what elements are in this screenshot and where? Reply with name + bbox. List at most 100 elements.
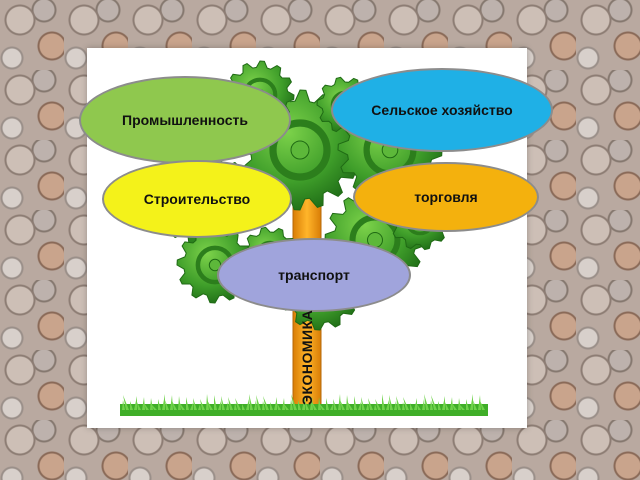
grass-blade: [403, 397, 409, 410]
grass-icon: [120, 394, 488, 416]
grass-blade: [150, 398, 153, 410]
transport-oval: транспорт: [217, 238, 411, 312]
grass-blade: [282, 398, 285, 410]
grass-blade: [470, 394, 473, 410]
transport-label: транспорт: [278, 267, 350, 283]
grass-blade: [254, 400, 257, 410]
grass-blade: [382, 394, 385, 410]
grass-blade: [422, 399, 425, 410]
grass-blade: [310, 396, 313, 410]
grass-blade: [206, 394, 209, 410]
grass-blade: [277, 403, 281, 410]
grass-blade: [361, 397, 365, 410]
grass-blade: [330, 404, 333, 410]
grass-blade: [165, 400, 169, 410]
grass-blade: [246, 399, 249, 410]
grass-blade: [179, 402, 185, 410]
grass-blade: [234, 403, 237, 410]
grass-blade: [228, 397, 233, 410]
grass-blade: [123, 395, 129, 410]
trade-label: торговля: [414, 189, 478, 205]
grass-blade: [270, 402, 273, 410]
grass-blade: [417, 404, 421, 410]
gear-hub-icon: [269, 119, 331, 181]
grass-blade: [249, 394, 253, 410]
grass-blade: [431, 395, 437, 410]
grass-blade: [298, 400, 301, 410]
grass-blade: [235, 398, 241, 410]
grass-blade: [190, 403, 193, 410]
grass-blade: [214, 395, 217, 410]
grass-blade: [130, 401, 133, 410]
grass-blade: [226, 402, 229, 410]
grass-blade: [326, 398, 329, 410]
trade-oval: торговля: [353, 162, 539, 232]
grass-blade: [424, 394, 429, 410]
grass-blade: [450, 397, 453, 410]
grass-blade: [375, 399, 381, 410]
grass-blade: [122, 400, 125, 410]
grass-blade: [438, 401, 441, 410]
agriculture-oval: Сельское хозяйство: [331, 68, 553, 152]
grass-blade: [480, 401, 485, 410]
grass-blade: [262, 401, 265, 410]
grass-blade: [358, 402, 361, 410]
construction-label: Строительство: [143, 191, 251, 207]
grass-blade: [374, 404, 377, 410]
grass-blade: [473, 400, 477, 410]
grass-blade: [338, 394, 341, 410]
grass-blade: [263, 396, 269, 410]
grass-blade: [193, 398, 197, 410]
grass-blade: [354, 396, 357, 410]
grass-blade: [170, 395, 173, 410]
grass-blade: [218, 401, 221, 410]
grass-blade: [466, 399, 469, 410]
grass-blade: [162, 394, 165, 410]
grass-blade: [284, 404, 289, 410]
grass-blade: [142, 397, 145, 410]
grass-blade: [445, 402, 449, 410]
grass-blade: [402, 402, 405, 410]
grass-blade: [200, 399, 205, 410]
grass-blade: [151, 404, 157, 410]
economy-label: ЭКОНОМИКА: [299, 309, 315, 405]
grass-blade: [256, 395, 261, 410]
grass-blade: [414, 398, 417, 410]
gear-axle-icon: [290, 140, 310, 160]
grass-blade: [172, 401, 177, 410]
grass-blade: [478, 395, 481, 410]
agriculture-label: Сельское хозяйство: [371, 102, 513, 118]
grass-blade: [221, 396, 225, 410]
grass-blade: [290, 399, 293, 410]
grass-blade: [442, 396, 445, 410]
grass-blade: [305, 401, 309, 410]
grass-blade: [207, 400, 213, 410]
grass-blade: [396, 396, 401, 410]
grass-blade: [366, 403, 369, 410]
grass-blade: [158, 399, 161, 410]
grass-blade: [134, 396, 137, 410]
grass-blade: [430, 400, 433, 410]
grass-blade: [368, 398, 373, 410]
grass-blade: [410, 403, 413, 410]
grass-blade: [274, 397, 277, 410]
grass-blade: [291, 394, 297, 410]
grass-blade: [333, 399, 337, 410]
grass-blade: [318, 397, 321, 410]
grass-blade: [386, 400, 389, 410]
industry-oval: Промышленность: [79, 76, 291, 164]
grass-blade: [302, 395, 305, 410]
grass-blade: [394, 401, 397, 410]
grass-blade: [137, 402, 141, 410]
grass-blade: [459, 404, 465, 410]
grass-blade: [242, 404, 245, 410]
grass-blade: [452, 403, 457, 410]
grass-blade: [458, 398, 461, 410]
grass-blade: [340, 400, 345, 410]
grass-blade: [319, 403, 325, 410]
grass-blade: [186, 397, 189, 410]
grass-blade: [389, 395, 393, 410]
construction-oval: Строительство: [102, 160, 292, 238]
grass-blade: [144, 403, 149, 410]
grass-blade: [198, 404, 201, 410]
